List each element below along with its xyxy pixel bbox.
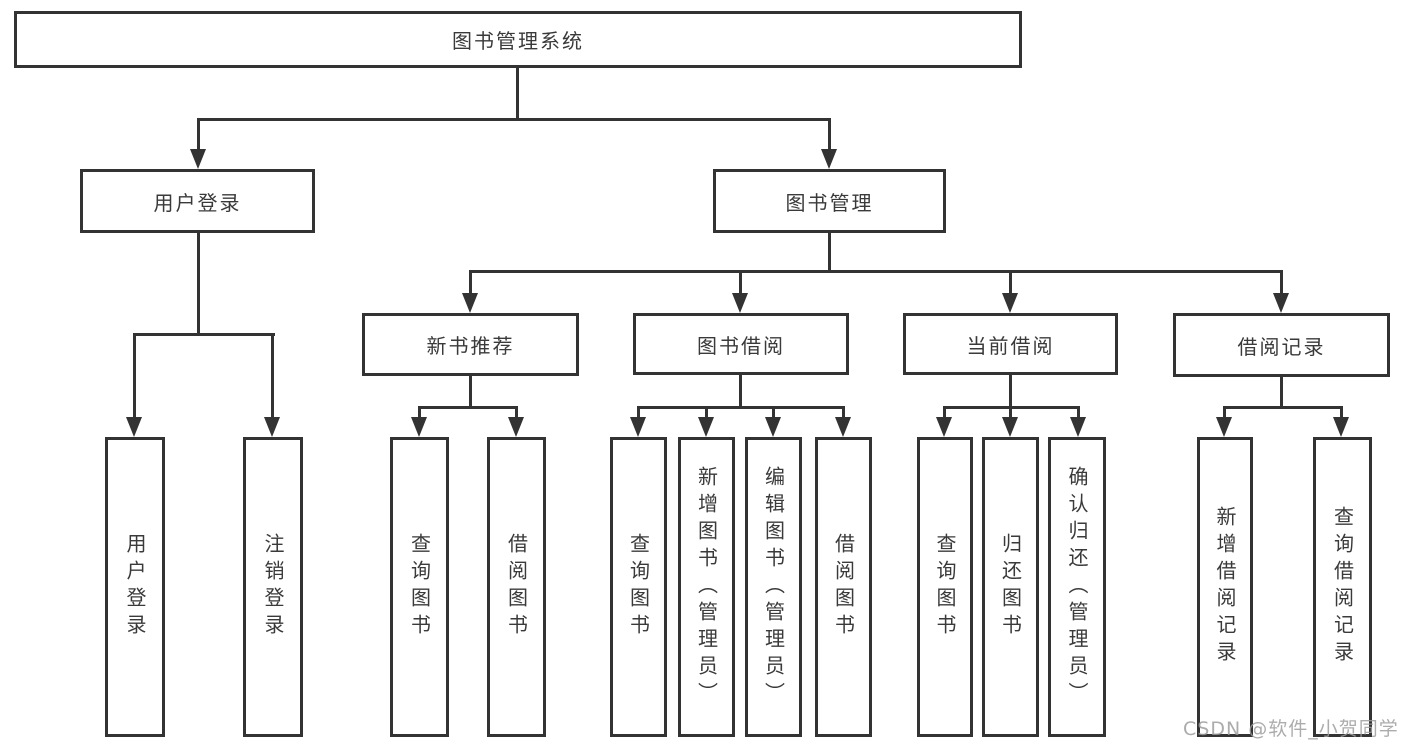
arrowhead-user-login <box>190 149 206 169</box>
connector-drop-query-books-rec <box>418 406 421 419</box>
connector-user-login-stem <box>197 233 200 336</box>
connector-drop-query-books-current <box>943 406 946 419</box>
arrowhead-leaf-logout <box>264 417 280 437</box>
arrowhead-edit-books <box>765 417 781 437</box>
leaf-add-borrow-record-label: 新增借阅记录 <box>1213 506 1237 668</box>
node-book-borrow: 图书借阅 <box>633 313 849 375</box>
node-borrow-records: 借阅记录 <box>1173 313 1390 377</box>
connector-drop-edit-books <box>772 406 775 419</box>
connector-level2-rail <box>197 118 831 121</box>
leaf-borrow-books-rec: 借阅图书 <box>487 437 546 737</box>
connector-book-borrow-rail <box>637 406 844 409</box>
node-user-login-label: 用户登录 <box>153 190 242 215</box>
node-borrow-records-label: 借阅记录 <box>1237 334 1326 359</box>
connector-drop-return-books <box>1009 406 1012 419</box>
node-current-borrow-label: 当前借阅 <box>966 333 1055 358</box>
connector-drop-book-management <box>828 118 831 152</box>
connector-root-stem <box>516 68 519 119</box>
connector-level3-rail <box>469 270 1283 273</box>
arrowhead-add-books <box>698 417 714 437</box>
leaf-edit-books-admin: 编辑图书（管理员） <box>745 437 802 737</box>
leaf-add-books-admin-label: 新增图书（管理员） <box>694 465 719 709</box>
leaf-query-borrow-record: 查询借阅记录 <box>1313 437 1372 737</box>
node-root: 图书管理系统 <box>14 11 1022 68</box>
connector-drop-borrow-books <box>842 406 845 419</box>
leaf-logout-login-label: 注销登录 <box>261 533 285 641</box>
connector-recommend-rail <box>418 406 518 409</box>
connector-drop-new-book-recommend <box>469 270 472 294</box>
connector-recommend-stem <box>469 376 472 409</box>
arrowhead-new-book-recommend <box>462 293 478 313</box>
connector-drop-query-books-borrow <box>637 406 640 419</box>
leaf-return-books: 归还图书 <box>982 437 1039 737</box>
leaf-user-login-label: 用户登录 <box>123 533 147 641</box>
node-root-label: 图书管理系统 <box>452 29 584 53</box>
leaf-return-books-label: 归还图书 <box>998 533 1023 641</box>
arrowhead-return-books <box>1002 417 1018 437</box>
connector-borrow-records-rail <box>1223 406 1343 409</box>
leaf-query-borrow-record-label: 查询借阅记录 <box>1330 506 1355 668</box>
node-new-book-recommend-label: 新书推荐 <box>426 334 515 358</box>
leaf-query-books-borrow: 查询图书 <box>610 437 667 737</box>
arrowhead-borrow-records <box>1273 293 1289 313</box>
node-book-management: 图书管理 <box>713 169 946 233</box>
connector-current-borrow-stem <box>1009 375 1012 409</box>
connector-drop-leaf-logout <box>271 333 274 417</box>
leaf-query-books-borrow-label: 查询图书 <box>626 533 651 641</box>
arrowhead-leaf-user-login <box>126 417 142 437</box>
leaf-query-books-current-label: 查询图书 <box>933 533 957 641</box>
arrowhead-borrow-books-rec <box>508 417 524 437</box>
connector-drop-current-borrow <box>1009 270 1012 294</box>
arrowhead-query-record <box>1333 417 1349 437</box>
arrowhead-query-books-current <box>936 417 952 437</box>
arrowhead-book-management <box>821 149 837 169</box>
csdn-watermark: CSDN @软件_小贺同学 <box>1183 718 1399 740</box>
leaf-add-borrow-record: 新增借阅记录 <box>1197 437 1253 737</box>
connector-book-borrow-stem <box>739 375 742 409</box>
connector-drop-confirm-return <box>1077 406 1080 419</box>
node-current-borrow: 当前借阅 <box>903 313 1118 375</box>
connector-drop-query-record <box>1340 406 1343 419</box>
connector-drop-add-record <box>1223 406 1226 419</box>
arrowhead-query-books-rec <box>411 417 427 437</box>
connector-drop-leaf-user-login <box>133 333 136 417</box>
connector-drop-add-books <box>705 406 708 419</box>
arrowhead-add-record <box>1216 417 1232 437</box>
arrowhead-current-borrow <box>1002 293 1018 313</box>
node-book-borrow-label: 图书借阅 <box>697 333 785 358</box>
leaf-query-books-rec-label: 查询图书 <box>407 533 432 641</box>
leaf-borrow-books-label: 借阅图书 <box>831 533 856 641</box>
leaf-confirm-return-admin-label: 确认归还（管理员） <box>1065 465 1089 709</box>
arrowhead-confirm-return <box>1070 417 1086 437</box>
connector-user-login-rail <box>133 333 275 336</box>
leaf-edit-books-admin-label: 编辑图书（管理员） <box>761 465 786 709</box>
connector-drop-borrow-books-rec <box>515 406 518 419</box>
leaf-logout-login: 注销登录 <box>243 437 303 737</box>
node-new-book-recommend: 新书推荐 <box>362 313 579 376</box>
node-user-login: 用户登录 <box>80 169 315 233</box>
leaf-borrow-books: 借阅图书 <box>815 437 872 737</box>
leaf-query-books-current: 查询图书 <box>917 437 973 737</box>
connector-drop-user-login <box>197 118 200 152</box>
connector-borrow-records-stem <box>1280 377 1283 409</box>
connector-drop-book-borrow <box>739 270 742 294</box>
arrowhead-book-borrow <box>732 293 748 313</box>
connector-book-management-stem <box>828 233 831 273</box>
leaf-borrow-books-rec-label: 借阅图书 <box>504 533 529 641</box>
leaf-add-books-admin: 新增图书（管理员） <box>678 437 735 737</box>
connector-drop-borrow-records <box>1280 270 1283 294</box>
leaf-confirm-return-admin: 确认归还（管理员） <box>1048 437 1106 737</box>
node-book-management-label: 图书管理 <box>785 190 874 215</box>
leaf-user-login: 用户登录 <box>105 437 165 737</box>
leaf-query-books-rec: 查询图书 <box>390 437 449 737</box>
arrowhead-borrow-books <box>835 417 851 437</box>
arrowhead-query-books-borrow <box>630 417 646 437</box>
